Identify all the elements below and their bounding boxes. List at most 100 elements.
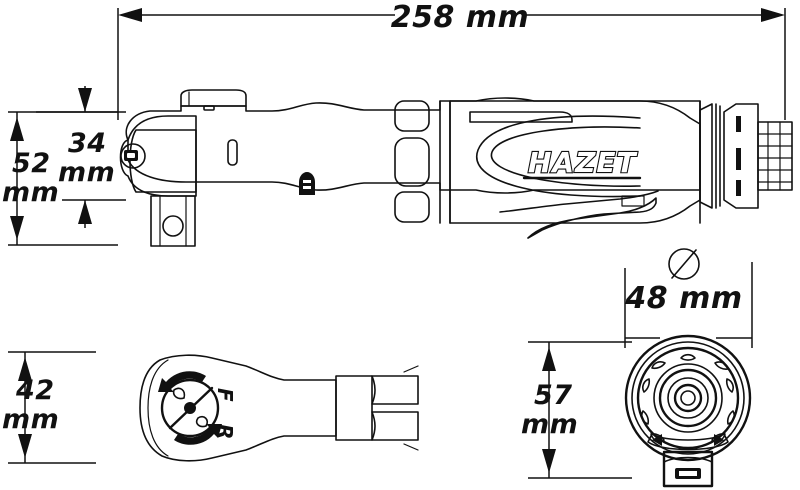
drive-lug-body xyxy=(150,195,196,247)
dimension-57mm: 57 mm xyxy=(521,341,632,479)
top-hex-band xyxy=(335,375,373,441)
arrowhead-52-top xyxy=(10,117,24,141)
ratchet-head-outline xyxy=(119,115,197,197)
diameter-symbol-circle xyxy=(668,248,700,280)
front-view-ratchet xyxy=(624,334,752,488)
selector-notch-lower xyxy=(195,415,209,428)
body-slot xyxy=(227,139,238,166)
top-view-outline xyxy=(139,354,337,462)
rotation-arrow-left xyxy=(652,434,662,446)
pocket-3 xyxy=(714,361,729,370)
dim-258-label: 258 mm xyxy=(391,0,530,35)
arrowhead-57-top xyxy=(542,347,556,371)
square-drive-lug xyxy=(150,195,196,247)
inlet-thread xyxy=(757,121,793,191)
hazet-logo: HAZET xyxy=(522,145,642,180)
dim-52-number: 52 xyxy=(12,148,51,179)
dimension-42mm: 42 mm xyxy=(2,351,96,464)
front-ring-6 xyxy=(667,377,709,419)
dim-42-number: 42 xyxy=(15,375,55,406)
grip-top-relief xyxy=(469,111,573,123)
dim-48-label: 48 mm xyxy=(624,281,742,316)
side-view-ratchet: HAZET xyxy=(119,89,793,247)
inlet-hex-mark-3 xyxy=(736,180,741,196)
housing-rib-3 xyxy=(394,191,430,223)
pocket-1 xyxy=(680,353,696,361)
spigot-body xyxy=(662,450,714,488)
selector-center-pin xyxy=(184,402,196,414)
pocket-4 xyxy=(642,378,651,393)
diameter-symbol xyxy=(668,248,700,280)
spigot-shoulder xyxy=(663,456,713,463)
pocket-5 xyxy=(725,378,734,393)
arrowhead-52-bottom xyxy=(10,216,24,240)
top-view-ratchet: F R xyxy=(139,354,419,462)
selector-label-reverse: R xyxy=(213,424,237,440)
front-drive-spigot xyxy=(662,450,714,488)
arrowhead-34-bottom xyxy=(78,200,92,224)
front-center-bore xyxy=(680,390,696,406)
dim-34-unit: mm xyxy=(58,157,115,188)
head-pivot-circle xyxy=(120,143,146,169)
spigot-slot-inner xyxy=(679,471,697,476)
rotation-arrow-bottom xyxy=(174,424,222,445)
top-hex-lobe-upper xyxy=(371,375,419,405)
dim-42-unit: mm xyxy=(2,404,59,435)
trigger-lever xyxy=(499,190,659,239)
trigger-outline xyxy=(527,197,657,239)
front-ring-4 xyxy=(653,363,723,433)
pocket-6 xyxy=(641,410,650,425)
selector-label-forward: F xyxy=(213,388,237,402)
inlet-thread-body xyxy=(757,121,793,191)
diameter-symbol-slash xyxy=(671,249,697,279)
dimension-34mm: 34 mm xyxy=(36,86,126,228)
arrowhead-right xyxy=(761,8,785,22)
motor-housing-ribs xyxy=(394,100,441,224)
housing-rib-1 xyxy=(394,100,430,132)
head-collar-tab xyxy=(203,105,215,111)
head-pivot-core-slot xyxy=(127,153,135,158)
arrowhead-42-top xyxy=(18,357,32,381)
housing-rib-2 xyxy=(394,137,430,187)
air-inlet-assembly xyxy=(699,103,793,209)
pocket-7 xyxy=(726,410,735,425)
rotation-arrow-top xyxy=(158,371,206,392)
hazet-logo-text: HAZET xyxy=(528,146,638,179)
arrowhead-left xyxy=(118,8,142,22)
front-outer-circle xyxy=(624,334,752,462)
front-ring-3 xyxy=(636,346,740,450)
arrowhead-57-bottom xyxy=(542,449,556,473)
body-pin-detail xyxy=(299,172,315,195)
top-view-rear-hex xyxy=(335,365,419,451)
dim-52-unit: mm xyxy=(2,177,59,208)
inlet-hex-body xyxy=(723,103,759,209)
dimension-48mm-diameter: 48 mm xyxy=(624,248,753,348)
logo-swoosh xyxy=(475,115,641,198)
inlet-hex-mark-1 xyxy=(736,116,741,132)
arrowhead-34-top xyxy=(78,88,92,112)
inlet-flange xyxy=(699,103,713,209)
dim-57-number: 57 xyxy=(534,380,573,411)
rotation-band-outline xyxy=(647,433,729,451)
trigger-upper-edge xyxy=(499,190,659,213)
front-rotation-band xyxy=(647,433,729,451)
dim-34-number: 34 xyxy=(68,128,107,159)
arrowhead-42-bottom xyxy=(18,434,32,458)
drive-ball-detent xyxy=(162,215,184,237)
pocket-2 xyxy=(651,361,666,370)
top-view-inner-edge xyxy=(147,359,169,457)
top-view-tail xyxy=(403,365,419,451)
top-hex-lobe-lower xyxy=(371,411,419,441)
dim-57-unit: mm xyxy=(521,409,578,440)
trigger-pin xyxy=(621,195,645,207)
inlet-hex-mark-2 xyxy=(736,148,741,170)
front-grip-pockets xyxy=(641,353,735,442)
rotation-arrow-right xyxy=(714,434,724,446)
direction-selector: F R xyxy=(158,371,237,445)
selector-ring xyxy=(160,378,220,438)
front-ring-2 xyxy=(631,341,745,455)
front-ring-7 xyxy=(673,383,703,413)
